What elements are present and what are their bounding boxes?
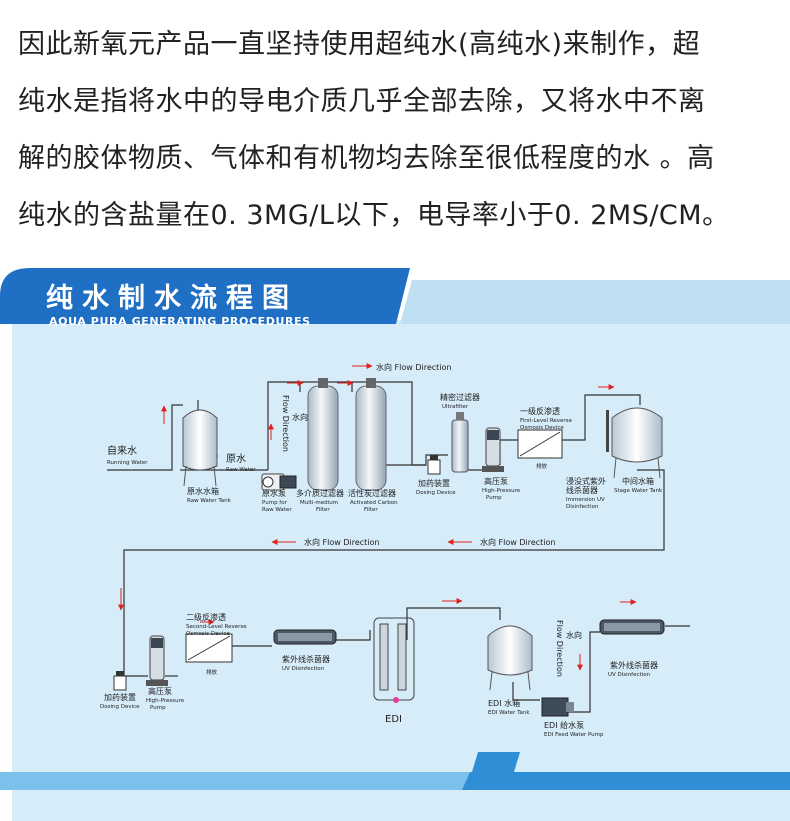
raw-water-en: Raw Water [226,467,256,473]
dosing2-en: Dosing Device [100,704,140,710]
raw-water-tank [182,409,218,487]
activated-carbon-filter [355,378,387,491]
ultra-en: Ultrafilter [442,404,469,410]
ultrafilter [451,412,469,473]
flow-vertical2-cn: 水向 [566,630,582,640]
stage-water-tank [611,407,663,479]
ro2-en1: Second-Level Reverse [186,624,247,630]
uv1-en2: Disinfection [566,504,599,510]
ro1-cn: 一级反渗透 [520,406,560,416]
flow-vertical2-en: Flow Direction [555,620,564,677]
banner-title: 纯水制水流程图 [46,283,298,314]
raw-tank-cn: 原水水箱 [187,486,219,496]
raw-water-pump [261,473,297,491]
bottom-stripes [0,752,790,790]
ro1-en2: Osmosis Device [520,425,564,431]
hp2-cn: 高压泵 [148,686,172,696]
high-pressure-pump-1 [482,427,504,472]
uv1-en1: Immersion UV [566,497,605,503]
ro1-en1: First-Level Reverse [520,418,573,424]
hp2-en1: High-Pressure [146,698,185,704]
ro-device-1 [517,429,563,459]
hp1-cn: 高压泵 [484,476,508,486]
edi-pump-cn: EDI 给水泵 [544,720,584,730]
ac-filter-en1: Activated Carbon [350,500,398,506]
intro-line: 纯水是指将水中的导电介质几乎全部去除，又将水中不离 [18,86,706,117]
banner-subtitle: AQUA PURA GENERATING PROCEDURES [49,315,311,328]
raw-pump-en1: Pump for [262,500,288,506]
ro-device-2 [185,633,233,663]
dosing-device-2 [113,671,127,691]
edi-feed-pump [541,697,574,717]
ro2-en2: Osmosis Device [186,631,230,637]
diagram-labels: 自来水 Running Water 原水 Raw Water 原水水箱 Raw … [100,362,663,738]
dosing2-cn: 加药装置 [104,692,136,702]
mm-filter-cn: 多介质过滤器 [296,488,344,498]
hp1-en1: High-Pressure [482,488,521,494]
hp1-en2: Pump [486,495,502,501]
banner-shape [0,268,790,324]
ultra-cn: 精密过滤器 [440,392,480,402]
multi-medium-filter [307,378,339,491]
flow-vertical-en: Flow Direction [281,395,290,452]
edi-water-tank [487,625,533,691]
mm-filter-en2: Filter [316,507,330,513]
ac-filter-en2: Filter [364,507,378,513]
running-water-en: Running Water [107,460,148,466]
uv-disinfection-3 [599,619,665,635]
edi-tank-cn: EDI 水箱 [488,698,520,708]
drain1: 排放 [536,462,548,470]
dosing1-cn: 加药装置 [418,478,450,488]
raw-tank-en: Raw Water Tank [187,498,232,504]
edi-unit [373,617,415,703]
uv2-cn: 紫外线杀菌器 [282,654,330,664]
immersion-uv [606,410,609,452]
running-water-cn: 自来水 [107,444,137,457]
diagram-panel [12,320,790,821]
uv2-en: UV Disinfection [282,666,325,672]
high-pressure-pump-2 [146,635,168,686]
raw-pump-en2: Raw Water [262,507,292,513]
uv3-en: UV Disinfection [608,672,651,678]
hp2-en2: Pump [150,705,166,711]
uv1-cn2: 线杀菌器 [566,485,598,495]
stage-tank-cn: 中间水箱 [622,476,654,486]
mm-filter-en1: Multi-medium [300,500,338,506]
intro-line: 解的胶体物质、气体和有机物均去除至很低程度的水 。高 [18,143,715,174]
flow-mid-2: 水向 Flow Direction [480,537,556,547]
ac-filter-cn: 活性炭过滤器 [348,488,396,498]
uv1-cn1: 浸没式紫外 [566,476,606,486]
dosing1-en: Dosing Device [416,490,456,496]
flow-vertical-cn: 水向 [292,412,308,422]
uv-disinfection-2 [273,629,337,645]
edi-label: EDI [385,714,402,725]
edi-pump-en: EDI Feed Water Pump [544,732,604,738]
intro-line: 纯水的含盐量在0. 3MG/L以下，电导率小于0. 2MS/CM。 [18,200,730,231]
ro2-cn: 二级反渗透 [186,612,226,622]
intro-line: 因此新氧元产品一直坚持使用超纯水(高纯水)来制作，超 [18,29,701,60]
intro-paragraph: 因此新氧元产品一直坚持使用超纯水(高纯水)来制作，超 纯水是指将水中的导电介质几… [18,16,778,244]
stage-tank-en: Stage Water Tank [614,488,663,494]
drain2: 排放 [206,668,218,676]
uv3-cn: 紫外线杀菌器 [610,660,658,670]
dosing-device-1 [427,455,441,475]
flow-mid-1: 水向 Flow Direction [304,537,380,547]
raw-pump-cn: 原水泵 [262,488,286,498]
pipes [107,381,690,713]
flow-top: 水向 Flow Direction [376,362,452,372]
raw-water-cn: 原水 [226,453,246,465]
edi-tank-en: EDI Water Tank [488,710,530,716]
